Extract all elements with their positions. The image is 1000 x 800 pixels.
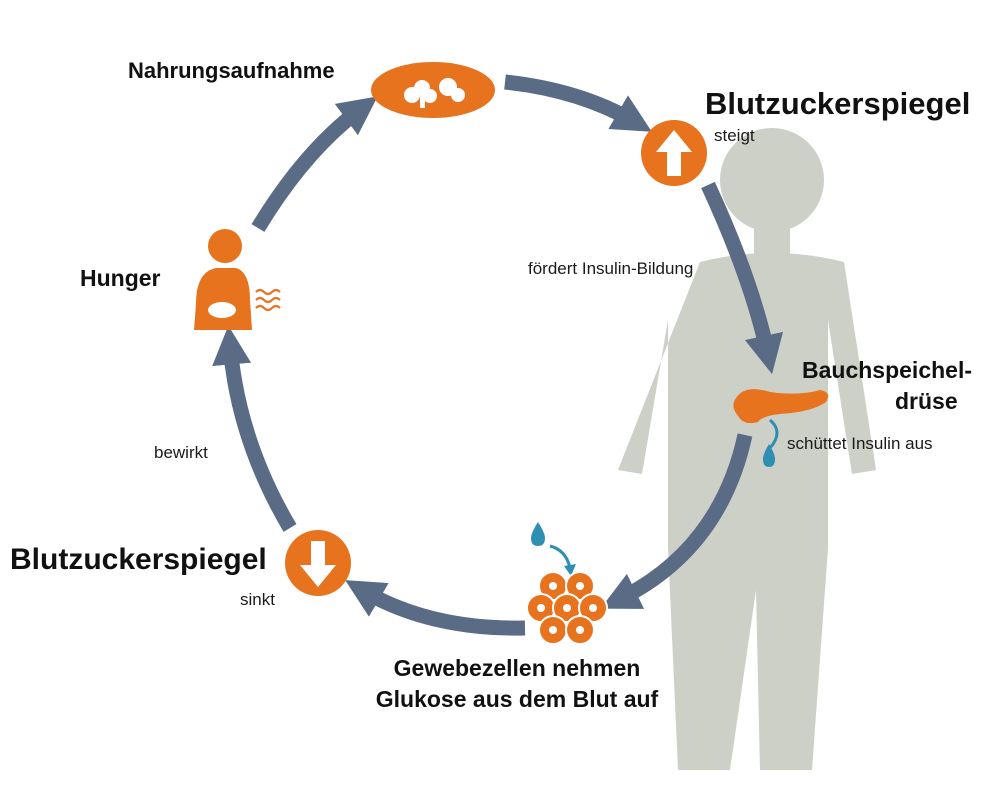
- arrow-to-food-intake: [251, 96, 378, 232]
- cycle-arrows: [212, 74, 783, 636]
- pancreas-icon: [733, 389, 828, 424]
- tissue-cells-icon: [526, 571, 608, 645]
- label-releases-insulin: schüttet Insulin aus: [787, 434, 933, 453]
- label-sinks: sinkt: [240, 590, 275, 609]
- label-hunger: Hunger: [80, 265, 161, 291]
- arrow-to-blood-sugar-fall: [345, 580, 526, 636]
- label-food-intake: Nahrungsaufnahme: [128, 58, 335, 83]
- label-promotes-insulin: fördert Insulin-Bildung: [528, 259, 694, 278]
- label-tissue-line1: Gewebezellen nehmen: [393, 655, 641, 681]
- label-rises: steigt: [714, 126, 755, 145]
- label-tissue-line2: Glukose aus dem Blut auf: [375, 686, 659, 712]
- label-blood-sugar-bottom: Blutzuckerspiegel: [10, 543, 267, 576]
- label-pancreas-line2: drüse: [895, 388, 958, 414]
- label-causes: bewirkt: [154, 443, 208, 462]
- food-icon: [371, 62, 495, 118]
- arrow-to-pancreas: [701, 181, 783, 375]
- arrow-to-tissue-cells: [600, 433, 753, 609]
- insulin-drop-icon: [763, 418, 779, 467]
- arrow-down-icon: [285, 530, 351, 596]
- arrow-to-hunger: [212, 325, 297, 532]
- arrow-to-blood-sugar-rise: [504, 74, 652, 132]
- insulin-drop-icon-cells: [531, 522, 576, 576]
- label-blood-sugar-top: Blutzuckerspiegel: [705, 86, 971, 121]
- label-pancreas-line1: Bauchspeichel-: [802, 357, 972, 383]
- human-silhouette-icon: [618, 128, 876, 770]
- arrow-up-icon: [641, 120, 707, 186]
- hungry-person-icon: [194, 229, 281, 330]
